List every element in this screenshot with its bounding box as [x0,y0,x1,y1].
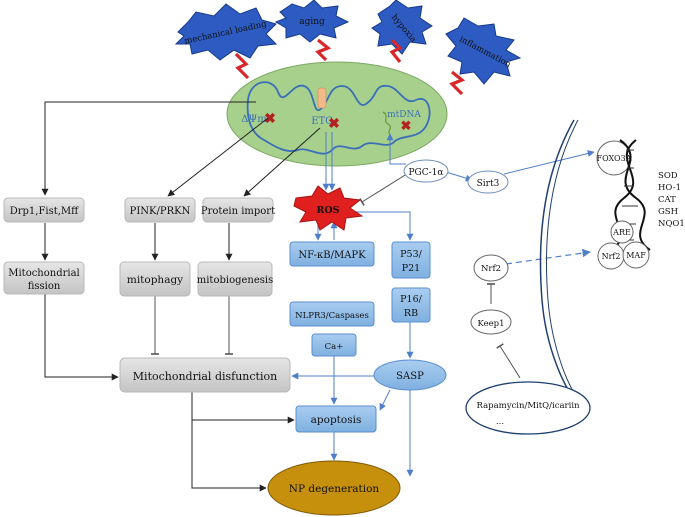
cristae-membrane [246,81,431,155]
lightning-bolt-icon [449,70,466,96]
arrow-to-import [243,127,321,197]
stressor-hypoxia: hypoxia [371,0,433,55]
svg-text:HO-1: HO-1 [658,183,681,193]
foxo3a-node: FOXO3A [596,140,632,176]
nrf2-node: Nrf2 [473,254,509,282]
arrow-sasp-apoptosis [379,389,391,411]
antioxidant-list: SOD HO-1 CAT GSH NQO1 [658,171,685,229]
arrow-nrf2-nucleus [505,248,591,265]
svg-text:FOXO3A: FOXO3A [597,154,632,163]
sirt3-node: Sirt3 [467,170,509,194]
arrow-ros-p53 [350,211,414,241]
nfkb-mapk-box: NF-κB/MAPK [289,241,375,267]
p16-rb-box: P16/ RB [391,287,431,323]
stressor-mechanical-loading: mechanical loading [174,3,278,61]
drug-node: Rapamycin/MitQ/icariin ... [465,381,591,435]
svg-text:Rapamycin/MitQ/icariin: Rapamycin/MitQ/icariin [476,401,580,411]
arrow-fission-dysfunction [44,294,119,381]
svg-text:GSH: GSH [658,207,678,217]
nuclear-membrane-inner [545,119,579,399]
delta-psi-label: ΔΨm [241,114,267,125]
mtdna-label: mtDNA [387,110,421,120]
dna-helix-icon [619,139,651,251]
mitochondrial-dysfunction-box: Mitochondrial disfunction [119,357,291,393]
svg-text:mitobiogenesis: mitobiogenesis [197,275,273,286]
svg-text:P53/: P53/ [400,249,422,260]
svg-text:apoptosis: apoptosis [311,414,362,426]
arrow-sirt3-foxo3a [503,150,595,175]
svg-text:ARE: ARE [612,228,631,237]
svg-text:mitophagy: mitophagy [127,274,183,286]
nrf2-nuclear-node: Nrf2 [597,242,625,270]
svg-text:NQO1: NQO1 [658,219,685,229]
arrow-to-fission [41,101,256,196]
arrow-pgc-sirt3 [445,171,473,182]
mitochondrion: ETC ΔΨm mtDNA [226,61,448,167]
etc-label: ETC [311,116,333,127]
ca-box: Ca+ [311,333,357,357]
svg-text:Keep1: Keep1 [477,319,504,329]
damage-mark-icon: ✖ [401,119,412,134]
arrow-pgc-mito [386,133,406,165]
svg-text:MAF: MAF [626,251,646,260]
svg-text:CAT: CAT [658,195,676,205]
etc-complex [317,87,327,109]
svg-text:Sirt3: Sirt3 [477,179,500,189]
nuclear-membrane [539,119,575,399]
svg-text:P16/: P16/ [400,294,422,305]
lightning-bolt-icon [315,38,332,62]
are-node: ARE [610,220,634,244]
svg-text:NLPR3/Caspases: NLPR3/Caspases [295,311,369,321]
svg-text:Nrf2: Nrf2 [602,252,621,261]
damage-mark-icon: ✖ [264,111,276,127]
svg-text:Mitochondrial: Mitochondrial [8,268,80,279]
svg-text:Mitochondrial disfunction: Mitochondrial disfunction [133,370,277,383]
stressor-aging: aging [274,0,350,43]
damage-mark-icon: ✖ [328,116,340,132]
lightning-bolt-icon [234,52,250,80]
arrow-to-pink [167,117,269,197]
lightning-bolt-icon [389,38,403,63]
ros-star: ROS [293,185,364,231]
sasp-node: SASP [373,359,447,391]
svg-text:Protein import: Protein import [201,206,275,217]
inhibit-pgc-ros [359,171,411,206]
arrow-dysfunction-np [191,420,267,492]
svg-text:Drp1,Fist,Mff: Drp1,Fist,Mff [10,206,79,217]
protein-import-box: Protein import [201,197,275,223]
arrow-dysfunction-apoptosis [191,392,295,424]
svg-text:Nrf2: Nrf2 [481,264,501,274]
mtdna-strand [382,111,391,135]
maf-node: MAF [622,241,650,269]
pgc1a-node: PGC-1α [403,159,449,183]
mitophagy-box: mitophagy [119,261,191,297]
nlrp3-caspases-box: NLPR3/Caspases [289,301,375,327]
stressor-aging-label: aging [299,17,325,27]
svg-text:fission: fission [28,281,61,292]
inhibit-drug-keep1 [496,343,521,379]
svg-text:...: ... [496,417,504,427]
svg-text:Ca+: Ca+ [325,342,344,352]
svg-text:PGC-1α: PGC-1α [409,168,444,178]
stressor-inflammation: inflammation [445,17,522,85]
svg-text:RB: RB [404,308,418,319]
keep1-node: Keep1 [470,309,512,335]
p53-p21-box: P53/ P21 [391,241,431,279]
svg-text:P21: P21 [402,263,420,274]
svg-text:ROS: ROS [316,205,339,216]
apoptosis-box: apoptosis [295,405,377,433]
np-degeneration-node: NP degeneration [267,460,401,516]
svg-text:SASP: SASP [396,371,424,382]
mitochondrial-fission-box: Mitochondrial fission [3,261,85,295]
svg-text:PINK/PRKN: PINK/PRKN [130,206,191,217]
pink-prkn-box: PINK/PRKN [124,197,196,223]
svg-text:NP degeneration: NP degeneration [289,483,380,495]
svg-text:NF-κB/MAPK: NF-κB/MAPK [298,250,366,261]
svg-text:SOD: SOD [658,171,678,181]
drp1-box: Drp1,Fist,Mff [3,197,85,223]
mitobiogenesis-box: mitobiogenesis [197,261,273,297]
